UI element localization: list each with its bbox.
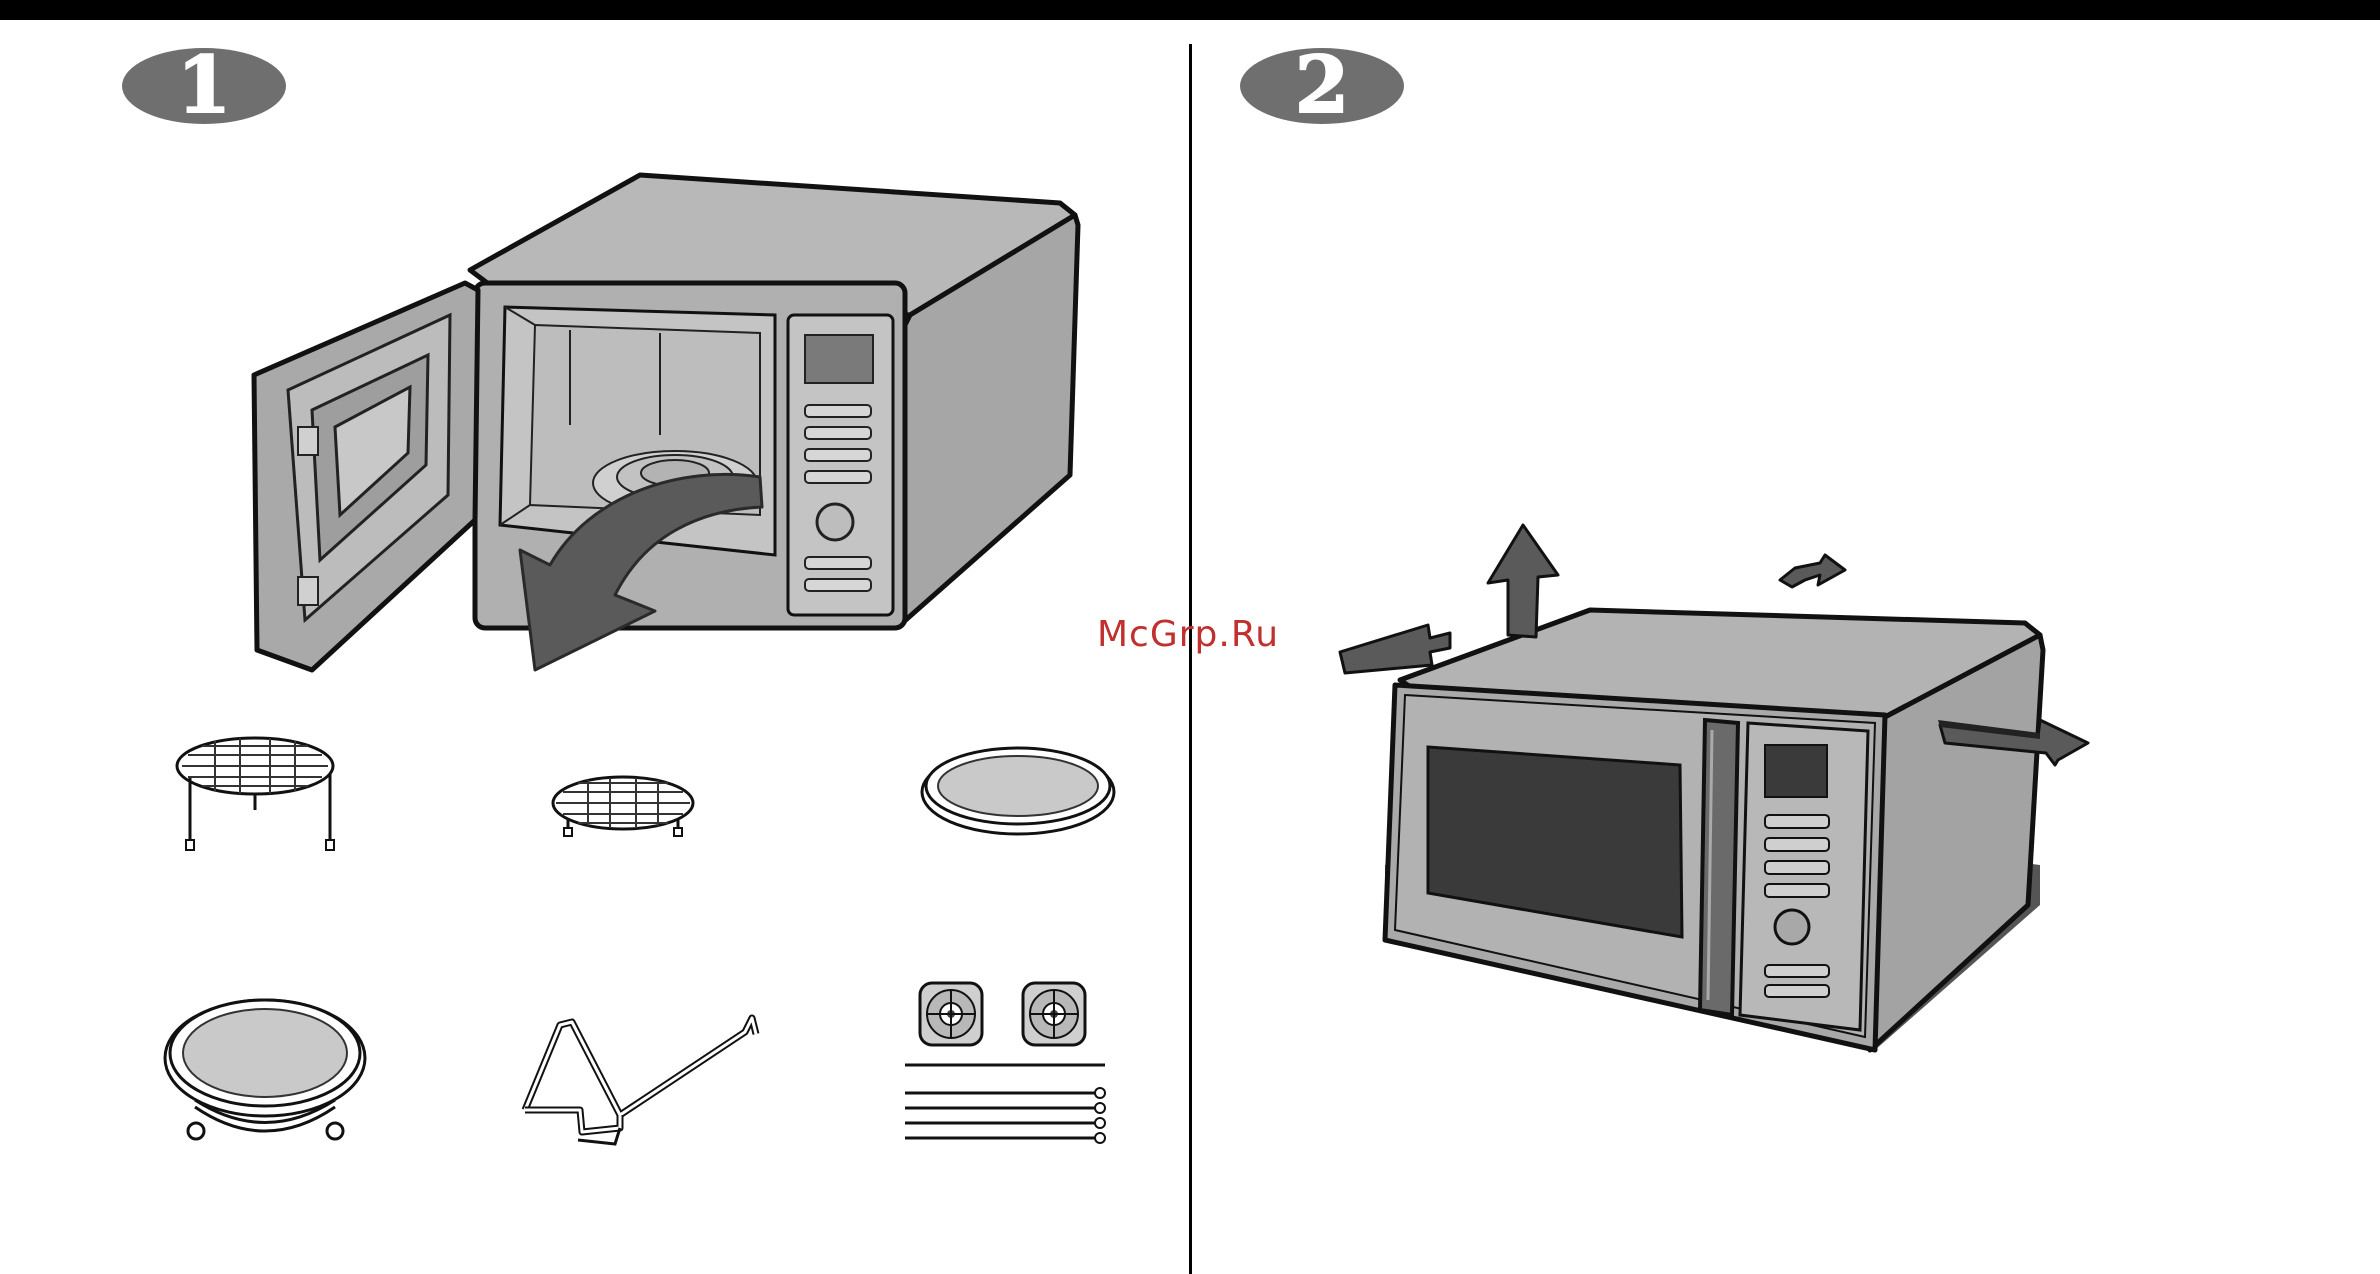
rotisserie-skewers xyxy=(905,1065,1105,1138)
crisp-plate-icon xyxy=(918,740,1118,840)
rotisserie-kit-icon xyxy=(900,980,1110,1145)
watermark: McGrp.Ru xyxy=(1097,614,1279,655)
low-grill-rack-icon xyxy=(548,770,698,840)
top-bar xyxy=(0,0,2380,20)
step-1-number: 1 xyxy=(177,47,231,125)
arrow-back-right xyxy=(1780,555,1845,587)
arrow-up xyxy=(1488,525,1558,637)
rotisserie-fork-left xyxy=(920,983,982,1045)
turntable-with-roller-ring-icon xyxy=(160,995,370,1155)
step-2-number: 2 xyxy=(1295,47,1349,125)
high-grill-rack-icon xyxy=(170,728,340,853)
column-divider xyxy=(1189,44,1192,1274)
step-1-badge: 1 xyxy=(122,48,286,124)
crisp-plate-handle-icon xyxy=(520,1010,760,1155)
rotisserie-fork-right xyxy=(1023,983,1085,1045)
open-microwave-illustration xyxy=(260,165,1100,685)
closed-microwave-illustration xyxy=(1340,525,2160,1065)
step-2-badge: 2 xyxy=(1240,48,1404,124)
